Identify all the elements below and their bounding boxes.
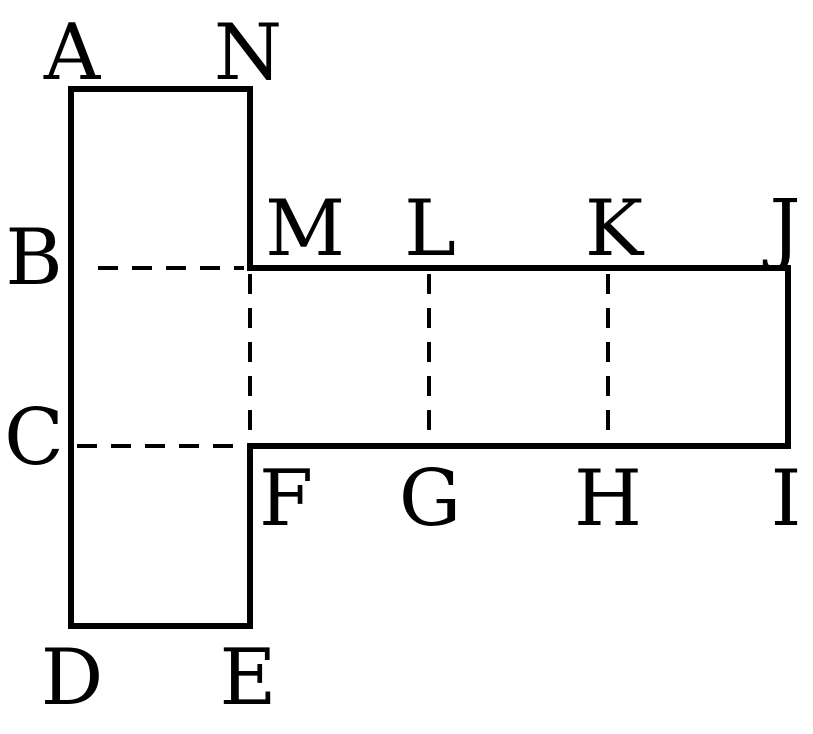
vertex-label-l: L <box>404 184 456 274</box>
vertex-label-f: F <box>259 454 313 544</box>
vertex-label-j: J <box>762 184 800 274</box>
vertex-label-c: C <box>4 393 64 483</box>
vertex-label-m: M <box>265 184 345 274</box>
vertex-label-g: G <box>399 454 461 544</box>
outline-right-arm <box>247 265 791 449</box>
vertex-label-e: E <box>220 633 277 723</box>
vertex-label-a: A <box>43 8 102 98</box>
outline-left-panel <box>68 86 253 629</box>
vertex-label-h: H <box>574 454 642 544</box>
vertex-label-i: I <box>771 454 802 544</box>
vertex-label-n: N <box>214 8 282 98</box>
vertex-label-d: D <box>41 633 104 723</box>
vertex-label-k: K <box>585 184 645 274</box>
vertex-label-b: B <box>5 213 62 303</box>
